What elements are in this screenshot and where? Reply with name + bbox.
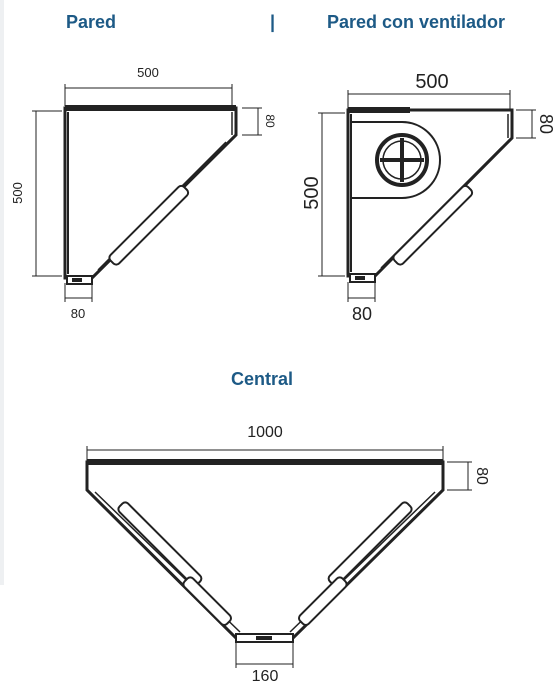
dim-label-depth: 80 [263,114,277,128]
bracket-body [63,106,238,280]
heading-central: Central [231,369,294,389]
brace-slot-left [117,501,203,587]
heading-pared-ventilador: Pared con ventilador [327,12,506,32]
left-edge-strip [0,0,4,585]
dim-label-depth: 80 [536,114,556,134]
diagram-pared-ventilador-labels: 500 500 80 80 [301,71,556,324]
brace-slot [392,184,474,266]
dim-label-foot: 80 [352,304,372,324]
brace-slot [108,184,190,266]
diagram-central [85,446,472,668]
dim-label-bottom: 160 [252,668,279,681]
dim-label-foot: 80 [71,306,85,321]
heading-pared: Pared [66,12,117,32]
diagram-pared-labels: 500 500 80 80 [10,65,277,321]
dim-label-height: 500 [10,182,25,204]
heading-separator: | [270,12,276,32]
bracket-body [85,460,445,640]
brace-slot-right [327,501,413,587]
dim-label-width: 500 [415,71,448,93]
diagram-pared-ventilador [318,90,536,302]
dim-label-depth: 80 [473,467,490,485]
diagram-pared [32,84,262,302]
diagram-central-labels: 1000 80 160 [247,424,490,681]
dim-label-width: 500 [137,65,159,80]
dim-label-height: 500 [301,176,323,209]
dim-label-width: 1000 [247,424,283,441]
